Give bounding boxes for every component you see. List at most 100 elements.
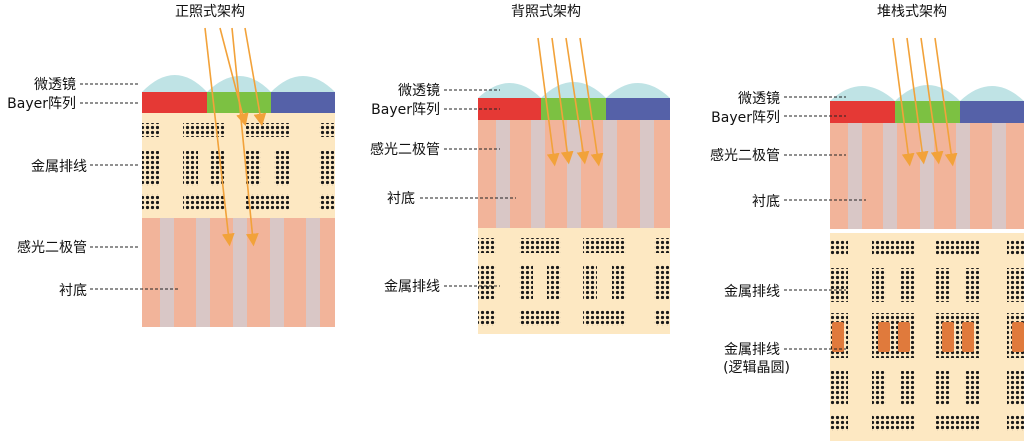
wire-block (901, 268, 915, 302)
wire-block (830, 371, 848, 405)
incident-light-arrows (892, 37, 958, 167)
wire-block (654, 265, 670, 299)
wire-block (1007, 240, 1024, 255)
red-filter (830, 101, 895, 123)
wire-block (654, 310, 670, 326)
panel-labels: 微透镜 Bayer阵列 金属排线 感光二极管 衬底 (7, 77, 178, 299)
photodiode-substrate-layer (830, 123, 1024, 229)
label-substrate: 衬底 (752, 194, 780, 210)
blue-filter (271, 92, 335, 113)
label-micro-lens: 微透镜 (398, 83, 440, 99)
wire-block (654, 238, 670, 253)
panel-labels: 微透镜 Bayer阵列 感光二极管 衬底 金属排线 (370, 83, 516, 295)
micro-lens (271, 76, 335, 92)
label-logic-wafer: (逻辑晶圆) (723, 360, 790, 376)
wire-block (965, 371, 979, 405)
bayer-filter-array (478, 98, 670, 120)
wire-block (183, 151, 198, 186)
label-photodiode: 感光二极管 (370, 141, 440, 158)
micro-lens (207, 76, 271, 92)
wire-block (142, 151, 159, 186)
green-filter (895, 101, 960, 123)
wire-block (478, 265, 496, 299)
logic-block (878, 322, 890, 352)
red-filter (142, 92, 207, 113)
wire-block (965, 268, 979, 302)
wire-block (519, 265, 533, 299)
label-bayer: Bayer阵列 (371, 102, 440, 118)
wire-block (274, 151, 289, 186)
wire-block (901, 371, 915, 405)
label-substrate: 衬底 (387, 191, 415, 207)
wire-block (936, 415, 979, 431)
label-bayer: Bayer阵列 (7, 96, 76, 112)
wire-block (872, 415, 915, 431)
label-substrate: 衬底 (59, 283, 87, 299)
wire-block (1007, 371, 1024, 405)
photodiode-substrate-layer (142, 218, 335, 327)
blue-filter (606, 98, 670, 120)
micro-lens (478, 83, 541, 98)
wire-block (936, 240, 979, 255)
panel-labels: 微透镜 Bayer阵列 感光二极管 衬底 金属排线 金属排线 (逻辑晶圆) (710, 91, 866, 376)
logic-block (942, 322, 954, 352)
wire-block (872, 240, 915, 255)
logic-block (962, 322, 974, 352)
label-metal-wiring: 金属排线 (31, 159, 87, 175)
metal-wiring-layer (478, 228, 670, 334)
panel-title: 背照式架构 (511, 4, 581, 20)
wire-block (872, 371, 886, 405)
blue-filter (960, 101, 1024, 123)
panel-title: 堆栈式架构 (877, 4, 947, 20)
wire-block (830, 268, 848, 302)
wire-block (519, 238, 561, 253)
label-logic-metal-wiring: 金属排线 (724, 342, 780, 358)
wire-block (319, 194, 335, 210)
wire-block (246, 194, 289, 210)
label-photodiode: 感光二极管 (710, 147, 780, 164)
logic-block (898, 322, 910, 352)
wire-block (830, 415, 848, 431)
label-metal-wiring: 金属排线 (724, 284, 780, 300)
label-micro-lens: 微透镜 (738, 91, 780, 107)
bayer-filter-array (830, 101, 1024, 123)
micro-lens-row (830, 85, 1024, 101)
wire-block (246, 151, 261, 186)
panel-back-illuminated: 背照式架构 (370, 4, 670, 334)
wire-block (583, 265, 597, 299)
wire-block (183, 194, 225, 210)
wire-block (183, 123, 225, 137)
wire-block (1007, 268, 1024, 302)
micro-lens (960, 86, 1024, 101)
panel-stacked: 堆栈式架构 (710, 4, 1024, 441)
wire-block (872, 268, 886, 302)
wire-block (142, 194, 159, 210)
logic-block (1012, 322, 1024, 352)
wire-block (142, 123, 159, 137)
micro-lens (830, 86, 895, 101)
wire-block (246, 123, 289, 137)
wire-block (583, 238, 626, 253)
incident-light-arrows (537, 37, 604, 167)
label-bayer: Bayer阵列 (711, 110, 780, 126)
wire-block (319, 151, 335, 186)
wire-block (319, 123, 335, 137)
metal-wiring-layer (142, 113, 335, 218)
red-filter (478, 98, 541, 120)
wire-block (547, 265, 561, 299)
panel-front-illuminated: 正照式架构 (7, 4, 335, 327)
metal-wiring-layer (830, 233, 1024, 441)
logic-block (832, 322, 844, 352)
wire-block (519, 310, 561, 326)
label-metal-wiring: 金属排线 (384, 279, 440, 295)
panel-title: 正照式架构 (175, 4, 245, 20)
wire-block (583, 310, 626, 326)
wire-block (936, 268, 950, 302)
wire-block (830, 240, 848, 255)
micro-lens (606, 83, 670, 98)
incident-light-arrows (204, 27, 267, 247)
label-micro-lens: 微透镜 (34, 77, 76, 93)
micro-lens (142, 75, 207, 92)
